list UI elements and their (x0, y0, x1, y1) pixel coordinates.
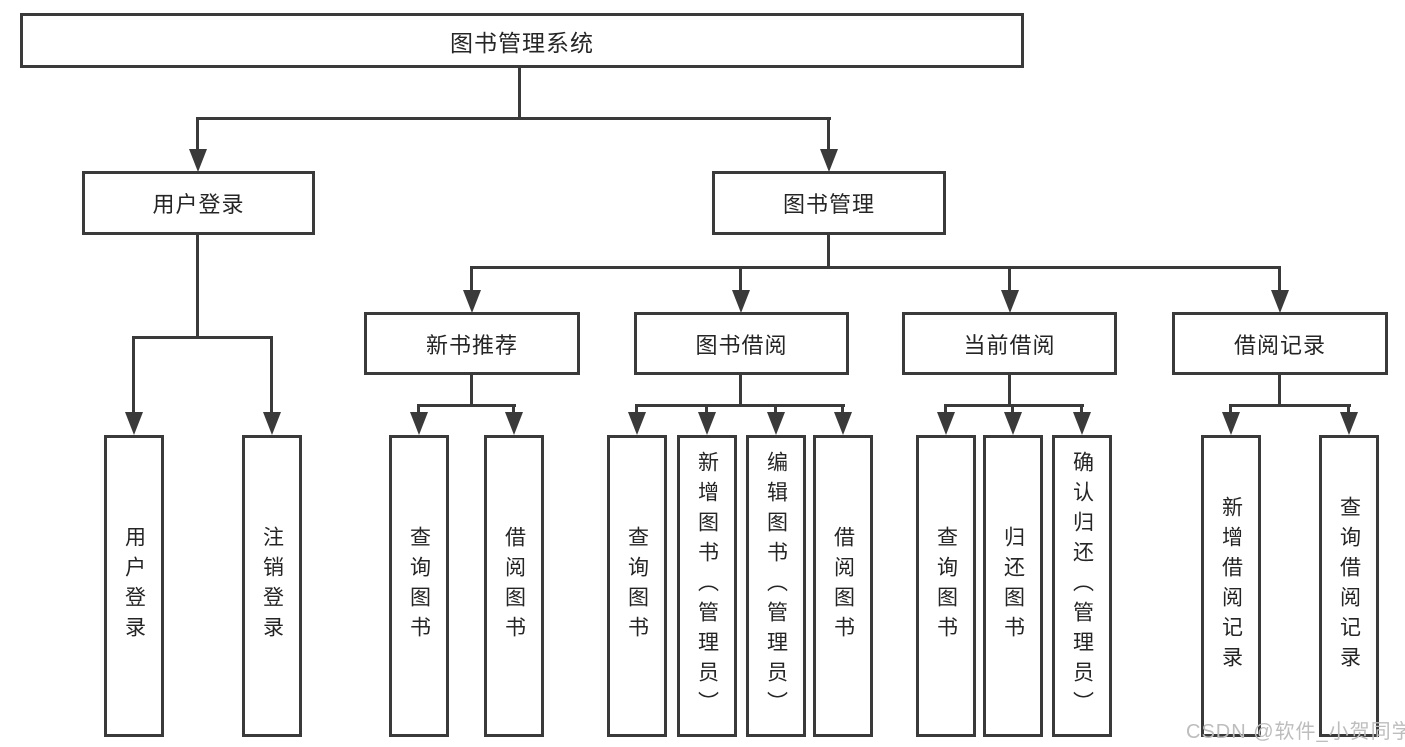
csdn-watermark: CSDN @软件_小贺同学 (1186, 721, 1405, 743)
arrowhead (1004, 412, 1022, 435)
connector-user-login-trunk (196, 235, 199, 338)
node-book-borrowing: 图书借阅 (634, 312, 849, 375)
connector-book-mgmt-trunk (827, 235, 830, 268)
connector-stem (132, 336, 135, 414)
node-book-management: 图书管理 (712, 171, 946, 235)
arrowhead (125, 412, 143, 435)
connector-root-trunk (518, 68, 521, 118)
connector-stem (841, 404, 844, 414)
node-library-management-system: 图书管理系统 (20, 13, 1024, 68)
arrowhead (1340, 412, 1358, 435)
arrowhead (410, 412, 428, 435)
leaf-return-book: 归还图书 (983, 435, 1043, 737)
leaf-add-book-admin: 新增图书（管理员） (677, 435, 737, 737)
arrowhead (820, 149, 838, 172)
connector-stem (1278, 266, 1281, 292)
connector-user-login-bus (132, 336, 273, 339)
connector-stem (417, 404, 420, 414)
arrowhead (1073, 412, 1091, 435)
arrowhead (505, 412, 523, 435)
connector-stem (1011, 404, 1014, 414)
connector-stem (944, 404, 947, 414)
connector-stem (1080, 404, 1083, 414)
leaf-add-borrow-record: 新增借阅记录 (1201, 435, 1261, 737)
arrowhead (937, 412, 955, 435)
connector-stem (270, 336, 273, 414)
connector-level1-bus (196, 117, 831, 120)
connector-stem (774, 404, 777, 414)
leaf-query-book-recommend: 查询图书 (389, 435, 449, 737)
connector-stem (512, 404, 515, 414)
node-new-book-recommend: 新书推荐 (364, 312, 580, 375)
connector-borrow-records-trunk (1278, 375, 1281, 406)
connector-level3-bus (470, 266, 1281, 269)
connector-stem (196, 117, 199, 151)
connector-current-borrowing-bus (944, 404, 1084, 407)
connector-stem (827, 117, 830, 151)
connector-borrow-records-bus (1229, 404, 1351, 407)
arrowhead (698, 412, 716, 435)
connector-stem (705, 404, 708, 414)
arrowhead (189, 149, 207, 172)
node-user-login: 用户登录 (82, 171, 315, 235)
leaf-edit-book-admin: 编辑图书（管理员） (746, 435, 806, 737)
connector-stem (739, 266, 742, 292)
arrowhead (463, 290, 481, 313)
arrowhead (834, 412, 852, 435)
arrowhead (628, 412, 646, 435)
leaf-query-book-borrowing: 查询图书 (607, 435, 667, 737)
leaf-borrow-book: 借阅图书 (813, 435, 873, 737)
connector-stem (470, 266, 473, 292)
arrowhead (1271, 290, 1289, 313)
leaf-query-borrow-record: 查询借阅记录 (1319, 435, 1379, 737)
leaf-confirm-return-admin: 确认归还（管理员） (1052, 435, 1112, 737)
connector-stem (1229, 404, 1232, 414)
connector-current-borrowing-trunk (1008, 375, 1011, 406)
arrowhead (263, 412, 281, 435)
node-borrow-records: 借阅记录 (1172, 312, 1388, 375)
arrowhead (732, 290, 750, 313)
connector-stem (635, 404, 638, 414)
connector-stem (1347, 404, 1350, 414)
leaf-borrow-book-recommend: 借阅图书 (484, 435, 544, 737)
arrowhead (1001, 290, 1019, 313)
connector-new-book-bus (417, 404, 516, 407)
leaf-logout: 注销登录 (242, 435, 302, 737)
connector-new-book-trunk (470, 375, 473, 406)
arrowhead (1222, 412, 1240, 435)
connector-stem (1008, 266, 1011, 292)
node-current-borrowing: 当前借阅 (902, 312, 1117, 375)
arrowhead (767, 412, 785, 435)
connector-book-borrowing-bus (635, 404, 845, 407)
leaf-user-login: 用户登录 (104, 435, 164, 737)
leaf-query-book-current: 查询图书 (916, 435, 976, 737)
connector-book-borrowing-trunk (739, 375, 742, 406)
